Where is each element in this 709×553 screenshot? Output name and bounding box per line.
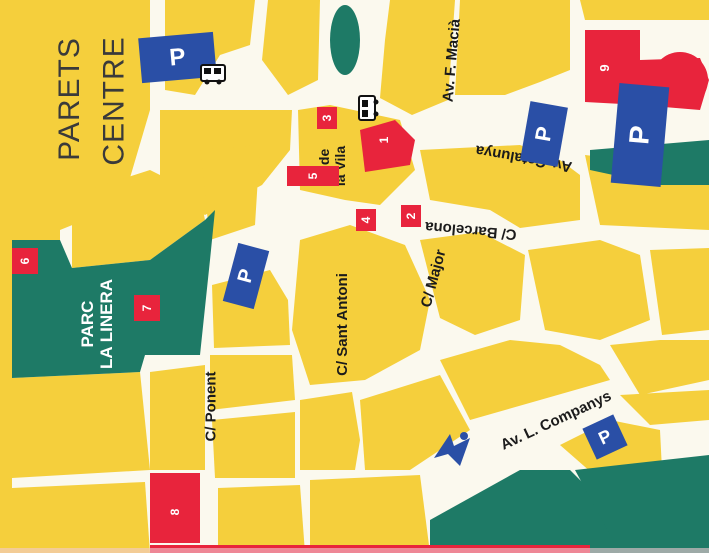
street-ponent: C/ Ponent [202, 371, 220, 442]
sports-icon [430, 428, 474, 472]
park-label-line1: PARC [78, 300, 98, 348]
marker-2[interactable]: 2 [401, 205, 421, 227]
marker-7[interactable]: 7 [134, 295, 160, 321]
marker-6[interactable]: 6 [12, 248, 38, 274]
marker-9[interactable]: 9 [596, 64, 612, 72]
map-title-line2: CENTRE [97, 36, 131, 166]
park-label: PARC LA LINERA [78, 279, 116, 369]
marker-4[interactable]: 4 [356, 209, 376, 231]
street-sant-antoni: C/ Sant Antoni [333, 273, 351, 376]
parking-icon[interactable]: P [610, 83, 670, 187]
marker-1[interactable]: 1 [377, 136, 391, 144]
bus-icon [200, 63, 226, 85]
marker-3[interactable]: 3 [317, 107, 337, 129]
park-label-line2: LA LINERA [97, 278, 117, 370]
bus-icon [357, 95, 379, 121]
map-title-line1: PARETS [52, 37, 86, 161]
marker-8[interactable]: 8 [168, 508, 182, 516]
marker-5[interactable]: 5 [287, 166, 339, 186]
